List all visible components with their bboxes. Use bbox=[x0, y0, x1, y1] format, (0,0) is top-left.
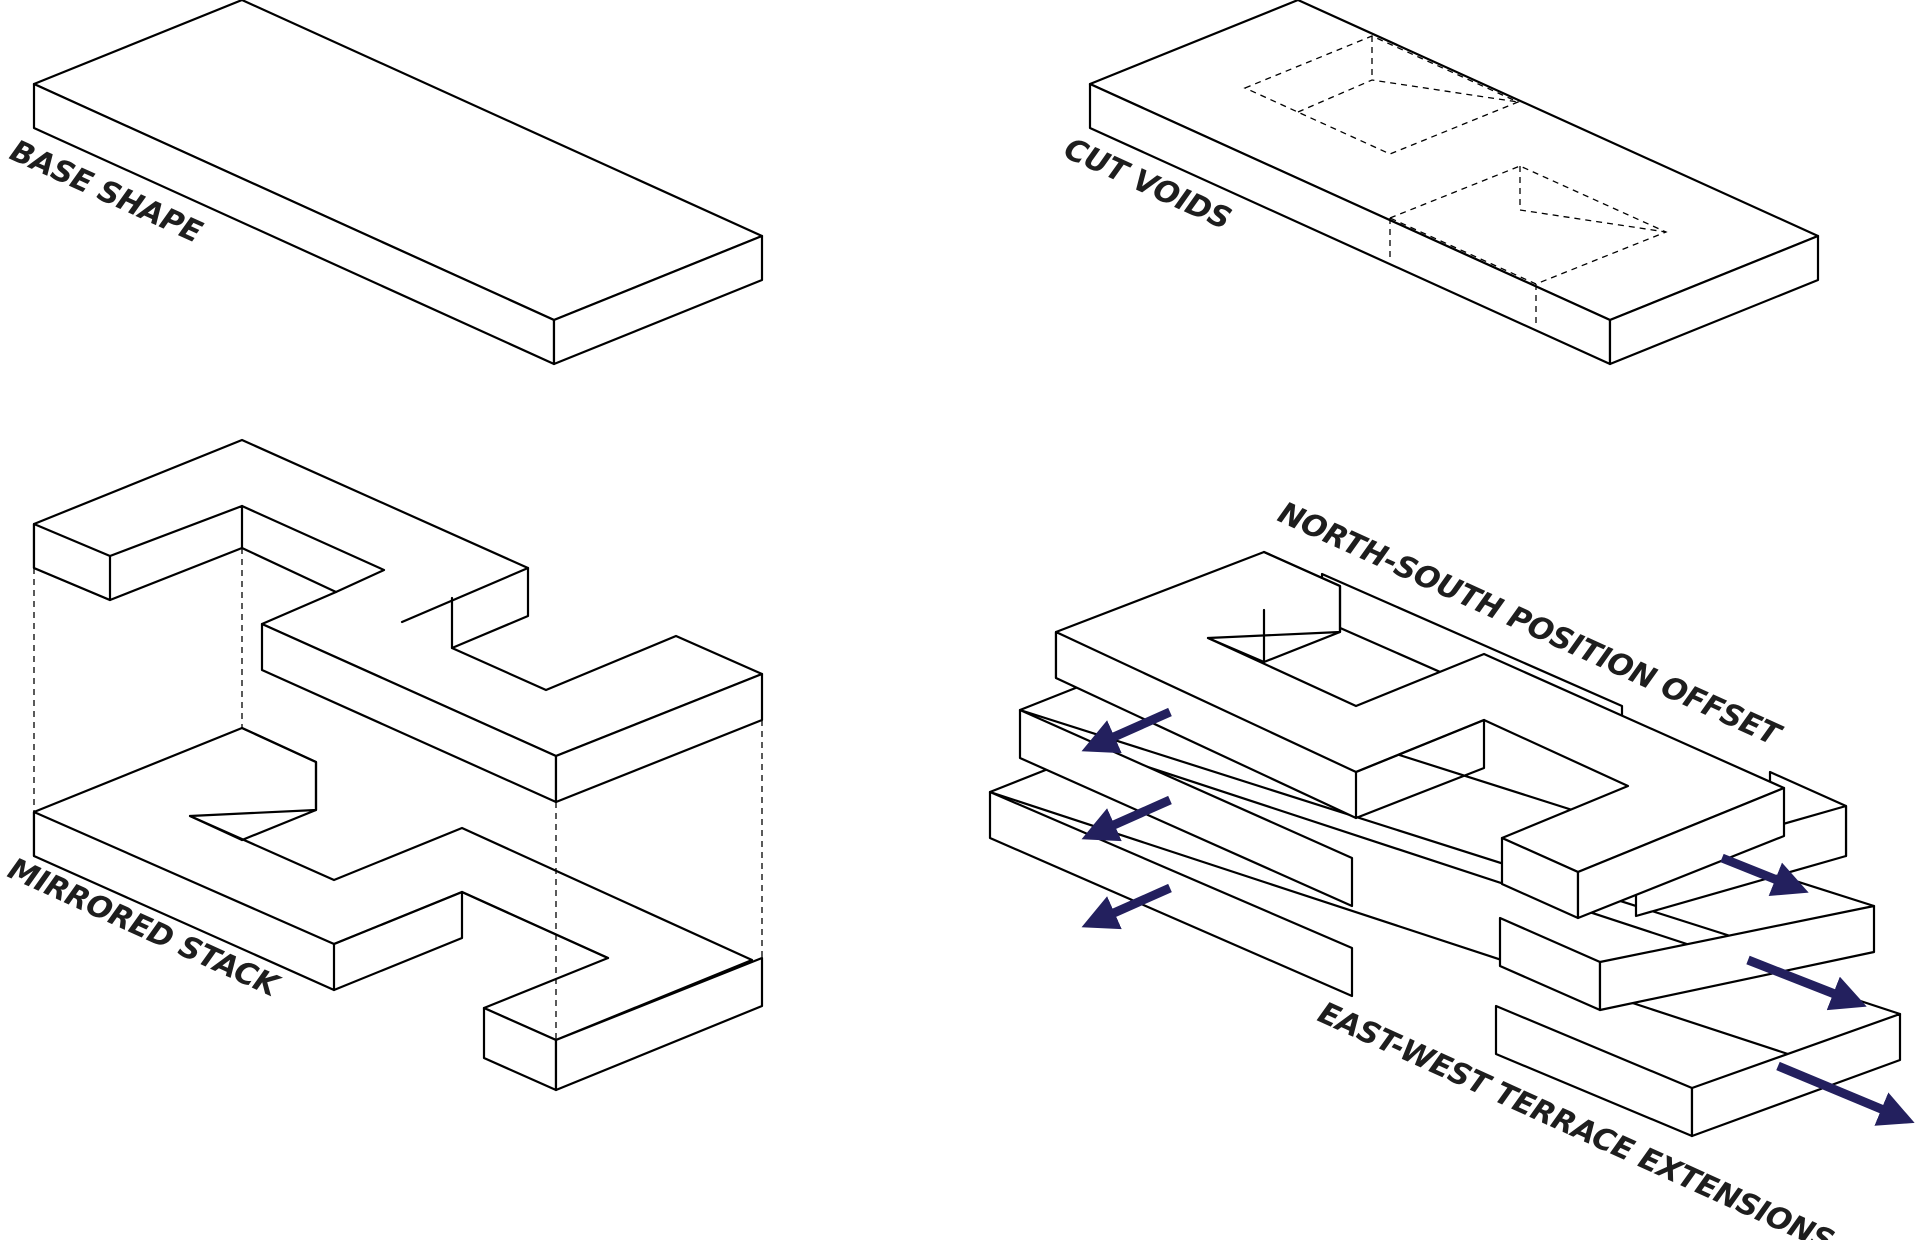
terrace-arrows bbox=[1081, 707, 1915, 1126]
slab-level-4-top bbox=[1054, 550, 1786, 920]
panel-mirrored-stack: MIRRORED STACK bbox=[3, 438, 764, 1092]
panel-offset-terraces: NORTH-SOUTH POSITION OFFSET EAST-WEST TE… bbox=[988, 495, 1915, 1240]
upper-floor bbox=[32, 438, 764, 804]
base-slab bbox=[32, 0, 764, 366]
void-outline-north bbox=[1243, 35, 1520, 155]
arrow-east-1 bbox=[1720, 853, 1809, 897]
lower-floor bbox=[32, 726, 764, 1092]
panel-base-shape: BASE SHAPE bbox=[5, 0, 764, 366]
alignment-guides bbox=[33, 548, 763, 1040]
voided-slab bbox=[1088, 0, 1820, 366]
arrow-west-1 bbox=[1081, 707, 1172, 754]
void-outline-south bbox=[1388, 165, 1668, 328]
arrow-east-3 bbox=[1776, 1061, 1915, 1126]
panel-cut-voids: CUT VOIDS bbox=[1059, 0, 1820, 366]
arrow-east-2 bbox=[1746, 955, 1867, 1011]
arrow-west-3 bbox=[1081, 883, 1172, 930]
arrow-west-2 bbox=[1081, 795, 1172, 842]
